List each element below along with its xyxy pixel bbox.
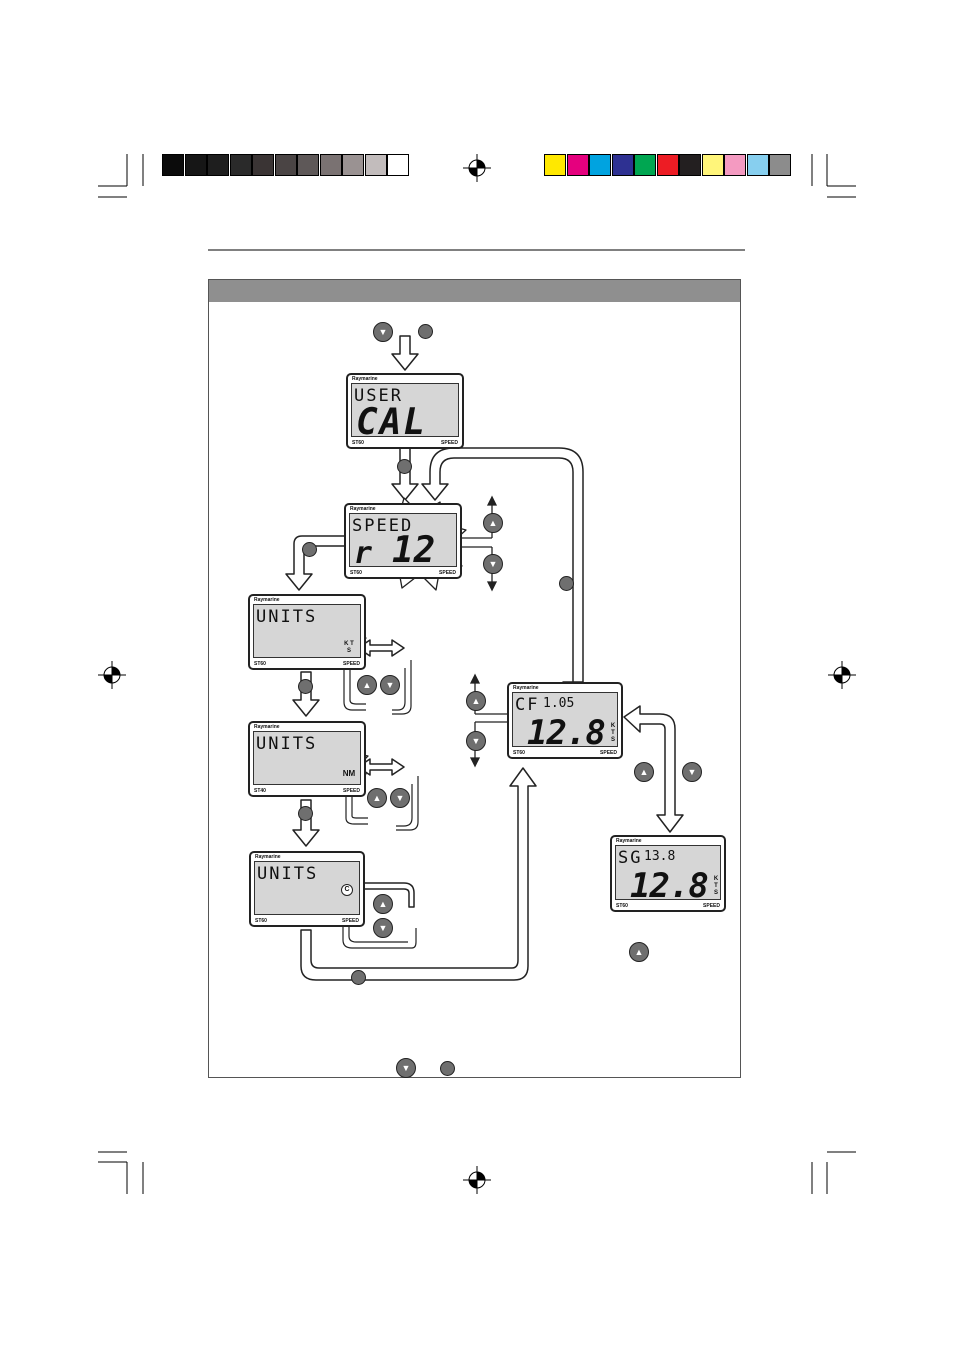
display-user-cal: Raymarine USER CAL ST60 SPEED xyxy=(346,373,464,449)
display-units-nm: Raymarine UNITS NM ST40 SPEED xyxy=(248,721,366,797)
units-indicator: C xyxy=(341,884,353,896)
lcd-main-text: 12.8 xyxy=(630,866,708,906)
lcd-sg-value: 13.8 xyxy=(644,849,675,864)
lcd-screen: USER CAL xyxy=(351,383,459,437)
function-label: SPEED xyxy=(439,570,456,576)
units-indicator: K T S xyxy=(712,876,720,897)
display-speed-response: Raymarine SPEED r 12 ST60 SPEED xyxy=(344,503,462,579)
brand-label: Raymarine xyxy=(255,854,281,860)
display-button-icon xyxy=(418,324,433,339)
flow-arrow-cal-to-speed xyxy=(392,448,418,500)
down-arrow-button-icon: ▼ xyxy=(390,788,410,808)
brand-label: Raymarine xyxy=(350,506,376,512)
model-label: ST60 xyxy=(254,661,266,667)
flow-arrow-speed-to-units xyxy=(286,536,348,590)
function-label: SPEED xyxy=(343,788,360,794)
up-arrow-button-icon: ▲ xyxy=(357,675,377,695)
model-label: ST40 xyxy=(254,788,266,794)
display-button-icon xyxy=(351,970,366,985)
flow-arrow-entry xyxy=(392,336,418,370)
lcd-prefix-text: r xyxy=(354,536,372,571)
display-units-kts: Raymarine UNITS K T S ST60 SPEED xyxy=(248,594,366,670)
display-sg-speed: Raymarine SG 13.8 12.8 K T S ST60 SPEED xyxy=(610,835,726,912)
units-indicator: K T S xyxy=(344,641,354,655)
model-label: ST60 xyxy=(513,750,525,756)
brand-label: Raymarine xyxy=(616,838,642,844)
lcd-top-text: UNITS xyxy=(256,607,317,627)
lcd-main-text: 12.8 xyxy=(527,713,605,753)
display-button-icon xyxy=(559,576,574,591)
down-arrow-button-icon: ▼ xyxy=(396,1058,416,1078)
up-arrow-button-icon: ▲ xyxy=(634,762,654,782)
lcd-top-text: UNITS xyxy=(256,734,317,754)
lcd-screen: SG 13.8 12.8 K T S xyxy=(615,845,721,900)
lcd-screen: SPEED r 12 xyxy=(349,513,457,567)
function-label: SPEED xyxy=(600,750,617,756)
function-label: SPEED xyxy=(343,661,360,667)
display-button-icon xyxy=(302,542,317,557)
brand-label: Raymarine xyxy=(352,376,378,382)
function-label: SPEED xyxy=(342,918,359,924)
model-label: ST60 xyxy=(350,570,362,576)
up-arrow-button-icon: ▲ xyxy=(367,788,387,808)
up-arrow-button-icon: ▲ xyxy=(483,513,503,533)
lcd-main-text: CAL xyxy=(356,402,427,443)
brand-label: Raymarine xyxy=(254,597,280,603)
model-label: ST60 xyxy=(352,440,364,446)
model-label: ST60 xyxy=(616,903,628,909)
down-arrow-button-icon: ▼ xyxy=(466,731,486,751)
down-arrow-button-icon: ▼ xyxy=(373,322,393,342)
lcd-main-text: 12 xyxy=(392,530,435,571)
units-indicator: K T S xyxy=(609,723,617,744)
down-arrow-button-icon: ▼ xyxy=(380,675,400,695)
lcd-top-text: CF xyxy=(515,695,539,715)
function-label: SPEED xyxy=(703,903,720,909)
model-label: ST60 xyxy=(255,918,267,924)
display-button-icon xyxy=(440,1061,455,1076)
brand-label: Raymarine xyxy=(513,685,539,691)
lcd-top-text: SG xyxy=(618,848,642,868)
function-label: SPEED xyxy=(441,440,458,446)
lcd-top-text: UNITS xyxy=(257,864,318,884)
units-indicator: NM xyxy=(340,770,358,777)
lcd-cf-value: 1.05 xyxy=(543,696,574,711)
display-button-icon xyxy=(397,459,412,474)
up-arrow-button-icon: ▲ xyxy=(629,942,649,962)
brand-label: Raymarine xyxy=(254,724,280,730)
display-button-icon xyxy=(298,679,313,694)
lcd-screen: CF 1.05 12.8 K T S xyxy=(512,692,618,747)
display-button-icon xyxy=(298,806,313,821)
down-arrow-button-icon: ▼ xyxy=(373,918,393,938)
lcd-screen: UNITS K T S xyxy=(253,604,361,658)
up-arrow-button-icon: ▲ xyxy=(466,691,486,711)
lcd-screen: UNITS C xyxy=(254,861,360,915)
up-arrow-button-icon: ▲ xyxy=(373,894,393,914)
down-arrow-button-icon: ▼ xyxy=(483,554,503,574)
display-cf-speed: Raymarine CF 1.05 12.8 K T S ST60 SPEED xyxy=(507,682,623,759)
display-units-c: Raymarine UNITS C ST60 SPEED xyxy=(249,851,365,927)
lcd-screen: UNITS NM xyxy=(253,731,361,785)
down-arrow-button-icon: ▼ xyxy=(682,762,702,782)
